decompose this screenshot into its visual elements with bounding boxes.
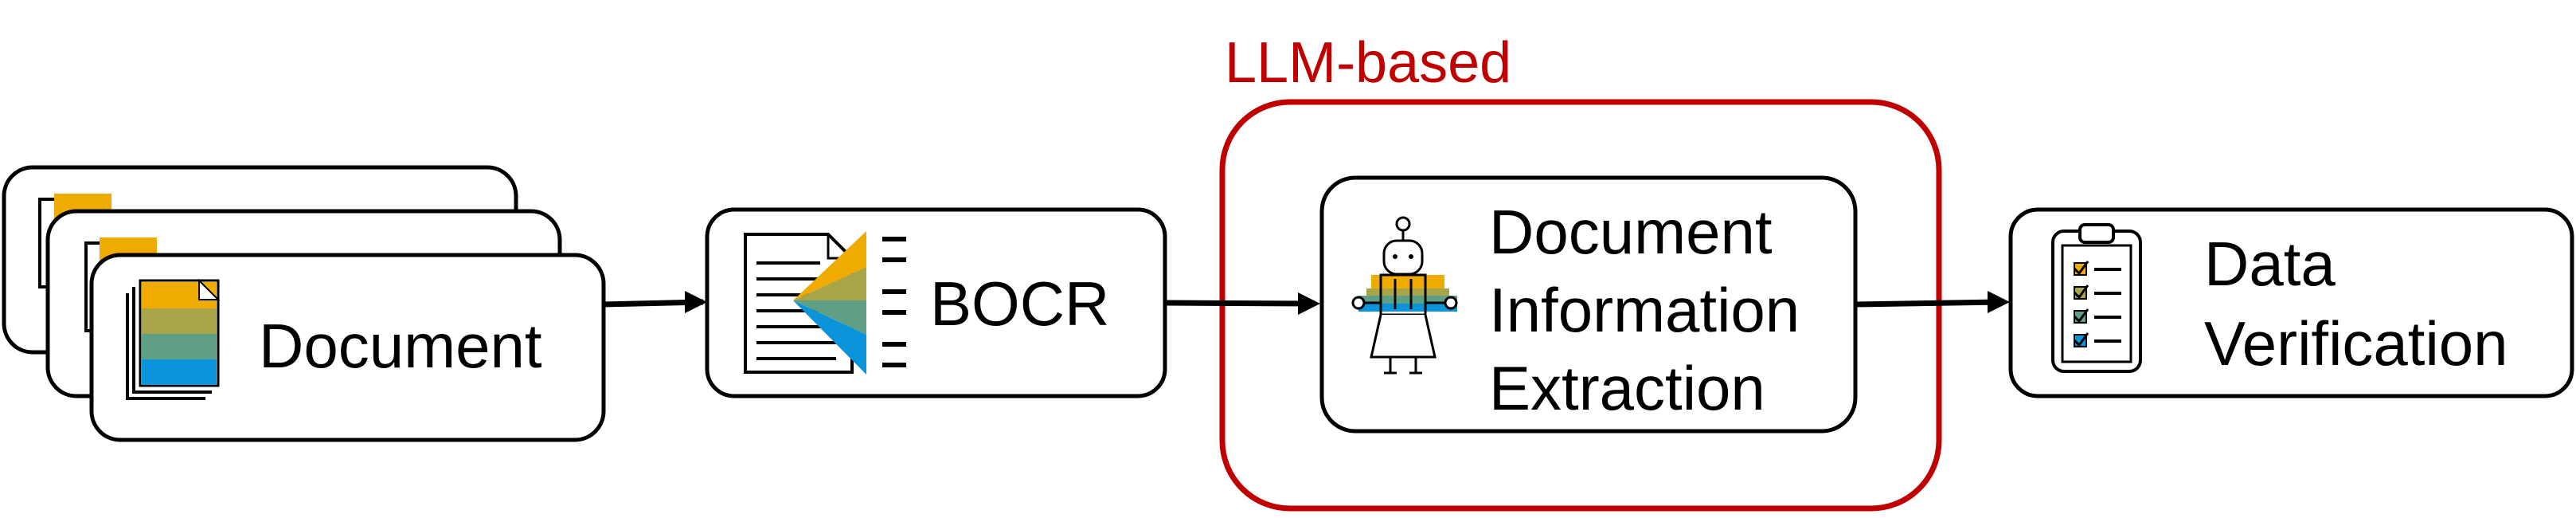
- extraction-box: [1319, 175, 1858, 434]
- document-node: Document: [2, 165, 606, 442]
- clipboard-checklist-icon: [2051, 223, 2142, 373]
- extraction-node: Document Information Extraction: [1319, 175, 1858, 434]
- arrowhead-bocr-to-extraction: [1298, 292, 1320, 315]
- extraction-label-line-3: Extraction: [1489, 353, 1765, 423]
- verification-box: [2008, 207, 2574, 398]
- arrow-bocr-to-extraction: [1165, 300, 1311, 307]
- verification-label-line-2: Verification: [2204, 308, 2508, 379]
- text-scan-icon: [744, 231, 906, 375]
- extraction-label-line-1: Document: [1489, 197, 1773, 267]
- arrowhead-extraction-to-verification: [1988, 291, 2010, 313]
- extraction-label: Document Information Extraction: [1489, 197, 1817, 423]
- extraction-label-line-2: Information: [1489, 275, 1800, 345]
- bocr-node: BOCR: [705, 207, 1167, 398]
- arrow-extraction-to-verification: [1855, 299, 2001, 308]
- stacked-document-icon: [126, 278, 221, 400]
- bocr-label: BOCR: [930, 269, 1109, 339]
- verification-label: Data Verification: [2204, 229, 2508, 379]
- verification-node: Data Verification: [2008, 207, 2574, 398]
- document-card-front: [89, 253, 606, 442]
- robot-icon: [1351, 216, 1458, 375]
- arrowhead-document-to-bocr: [685, 291, 707, 313]
- verification-label-line-1: Data: [2204, 229, 2336, 299]
- document-label: Document: [259, 311, 542, 381]
- llm-group-label: LLM-based: [1225, 31, 1511, 95]
- connectors: [602, 291, 2010, 315]
